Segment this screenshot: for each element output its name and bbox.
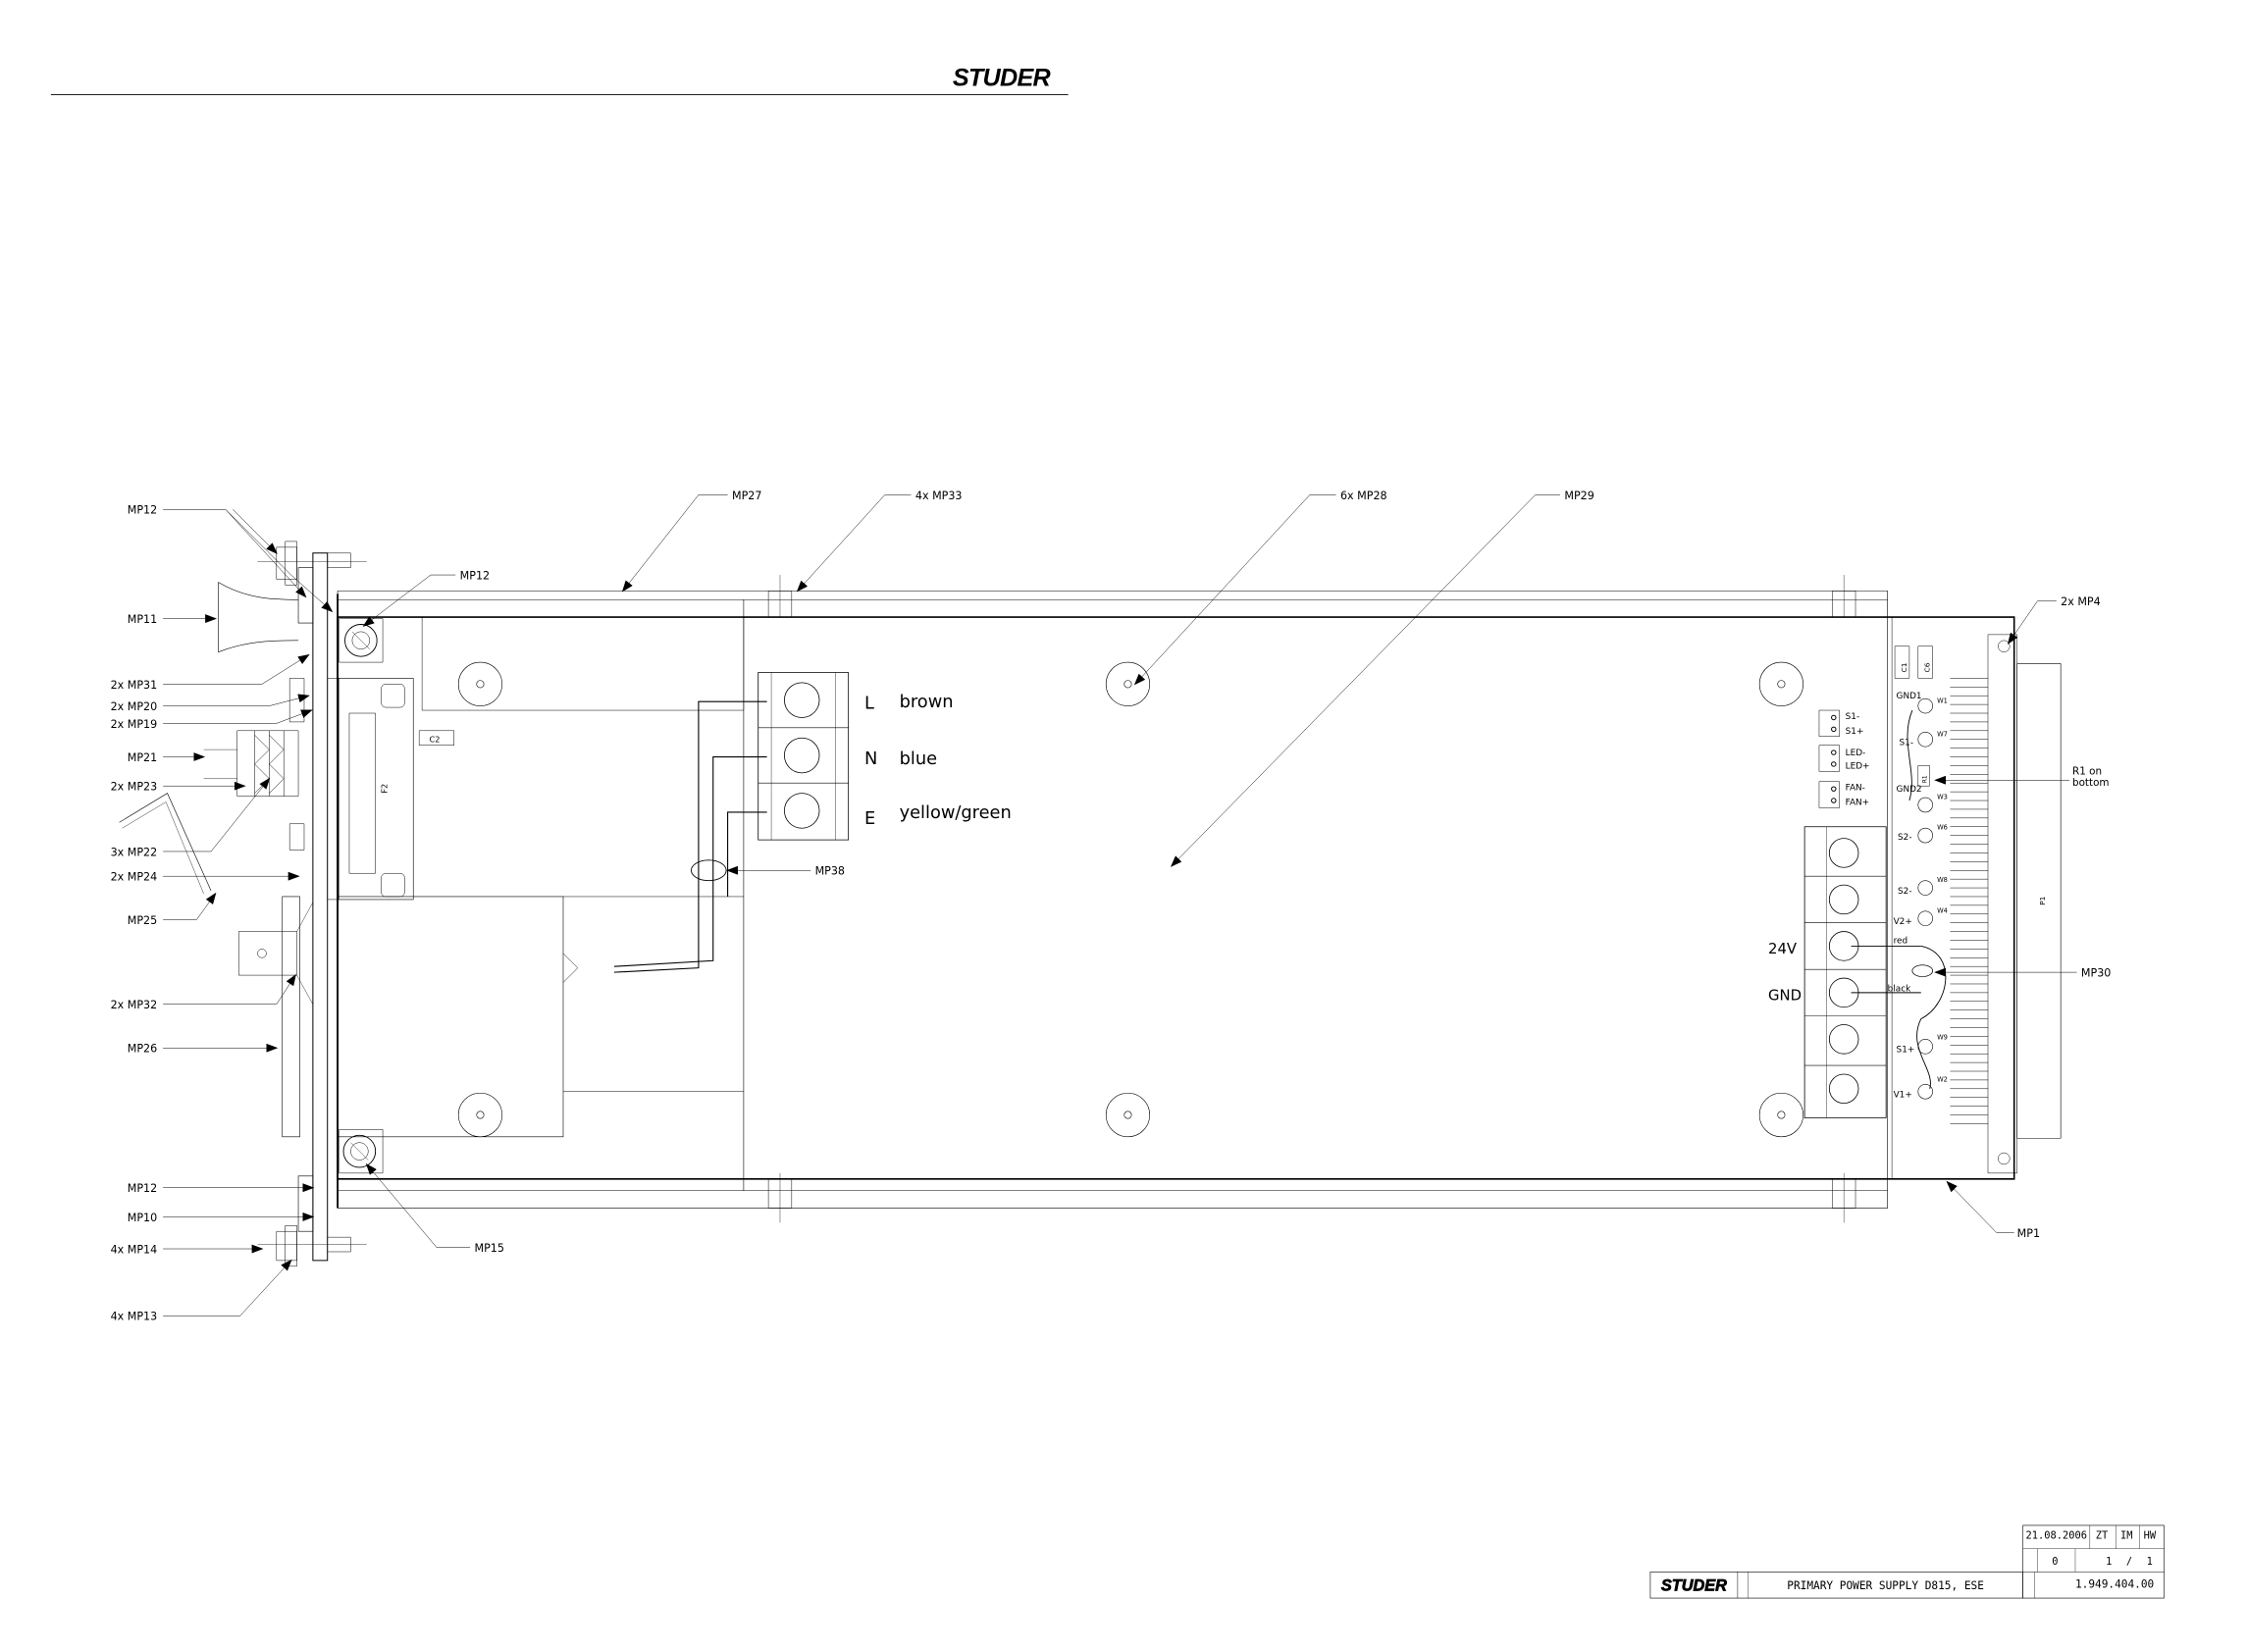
callout-mp23: 2x MP23	[111, 781, 158, 794]
terminal-e-wire: yellow/green	[900, 802, 1012, 823]
callout-mp32: 2x MP32	[111, 999, 158, 1011]
title-block-title: PRIMARY POWER SUPPLY D815, ESE	[1787, 1579, 1984, 1592]
pcb-labels: C1 C6 GND1 S1- GND2 S2- S2- V2+ S1+ V1+ …	[1846, 662, 1948, 1100]
pcb-w3: W3	[1937, 794, 1948, 801]
label-gnd: GND	[1768, 987, 1802, 1004]
dc-labels: 24V GND red black	[1768, 936, 1911, 1004]
terminal-n-wire: blue	[900, 749, 937, 769]
pcb-w9: W9	[1937, 1033, 1948, 1041]
conn-fanm: FAN-	[1846, 784, 1865, 794]
callout-mp28: 6x MP28	[1340, 490, 1387, 502]
label-f2: F2	[380, 784, 390, 794]
header-logo: STUDER	[953, 65, 1052, 92]
title-block-sheet-sep: /	[2126, 1556, 2132, 1568]
callout-mp21: MP21	[128, 751, 157, 764]
callout-mp1: MP1	[2017, 1227, 2040, 1240]
pcb-s2b: S2-	[1898, 887, 1912, 897]
pcb-v1p: V1+	[1894, 1091, 1912, 1101]
terminal-l-letter: L	[864, 694, 874, 714]
callout-mp31: 2x MP31	[111, 679, 158, 692]
pcb-gnd2: GND2	[1897, 785, 1922, 795]
title-block-drawn: ZT	[2096, 1529, 2109, 1541]
output-pcb	[1819, 617, 2061, 1179]
terminal-n-letter: N	[864, 749, 877, 769]
mounting-holes	[458, 662, 1803, 1137]
conn-fanp: FAN+	[1846, 798, 1869, 807]
pcb-s1p-b: S1+	[1897, 1046, 1915, 1056]
callout-mp12-bottom: MP12	[128, 1182, 157, 1195]
callout-mp13: 4x MP13	[111, 1311, 158, 1323]
conn-s1p: S1+	[1846, 727, 1864, 737]
callout-mp30: MP30	[2081, 967, 2111, 980]
label-c2: C2	[430, 735, 441, 745]
pcb-c1: C1	[1900, 662, 1908, 672]
pcb-w8: W8	[1937, 876, 1948, 884]
callout-mp22: 3x MP22	[111, 846, 158, 858]
callout-r1-line2: bottom	[2072, 777, 2110, 789]
title-block-revision: 0	[2052, 1556, 2058, 1568]
callout-r1-line1: R1 on	[2072, 765, 2102, 777]
terminal-l-wire: brown	[900, 692, 954, 712]
callout-mp20: 2x MP20	[111, 700, 158, 713]
label-p1: P1	[2038, 896, 2047, 904]
title-block-sheets: 1	[2147, 1556, 2153, 1568]
pcb-w6: W6	[1937, 824, 1948, 832]
callout-mp29: MP29	[1564, 490, 1594, 502]
connector-comb	[1950, 678, 1988, 1123]
pcb-gnd1: GND1	[1897, 692, 1922, 701]
callout-mp14: 4x MP14	[111, 1243, 158, 1256]
terminal-e-letter: E	[864, 808, 875, 829]
front-panel	[120, 542, 383, 1266]
callout-mp24: 2x MP24	[111, 871, 158, 884]
mains-terminal-labels: L brown N blue E yellow/green	[864, 692, 1012, 829]
title-block-sheet: 1	[2106, 1556, 2112, 1568]
label-black: black	[1888, 984, 1911, 994]
callout-mp4: 2x MP4	[2061, 595, 2101, 608]
callout-labels-right: 2x MP4 R1 on bottom MP30 MP1 MP38 MP15	[475, 595, 2112, 1255]
pcb-v2p: V2+	[1894, 917, 1912, 927]
conn-ledp: LED+	[1846, 761, 1870, 771]
callout-mp33: 4x MP33	[915, 490, 963, 502]
callout-mp27: MP27	[732, 490, 761, 502]
pcb-w7: W7	[1937, 731, 1948, 739]
pcb-r1: R1	[1922, 775, 1929, 783]
callout-labels-top: MP27 4x MP33 6x MP28 MP29 MP12	[460, 490, 1594, 583]
title-block	[1650, 1525, 2165, 1598]
title-block-checked: IM	[2120, 1529, 2132, 1541]
pcb-w4: W4	[1937, 906, 1948, 914]
pcb-s2a: S2-	[1898, 833, 1912, 843]
inner-labels: C2 F2 P1	[380, 735, 2047, 905]
title-block-logo: STUDER	[1661, 1577, 1727, 1595]
pcb-w2: W2	[1937, 1075, 1948, 1083]
label-24v: 24V	[1768, 941, 1798, 957]
callout-mp38: MP38	[815, 865, 845, 878]
pcb-s1m: S1-	[1900, 739, 1914, 749]
title-block-approved: HW	[2144, 1529, 2157, 1541]
label-red: red	[1894, 936, 1908, 946]
title-block-date: 21.08.2006	[2026, 1529, 2087, 1541]
callout-mp19: 2x MP19	[111, 718, 158, 731]
callout-mp12-inner: MP12	[460, 570, 490, 583]
pcb-w1: W1	[1937, 697, 1948, 705]
mains-terminal-block	[614, 672, 849, 972]
callout-mp25: MP25	[128, 914, 157, 927]
conn-ledm: LED-	[1846, 749, 1866, 758]
title-block-drawing-no: 1.949.404.00	[2075, 1578, 2154, 1591]
page-header: STUDER	[51, 65, 1069, 95]
pcb-c6: C6	[1923, 662, 1932, 672]
leader-lines	[163, 494, 2076, 1316]
conn-s1m: S1-	[1846, 712, 1860, 722]
callout-mp26: MP26	[128, 1043, 157, 1056]
callout-mp11: MP11	[128, 613, 157, 626]
callout-mp10: MP10	[128, 1212, 157, 1224]
callout-labels-left: MP12 MP11 2x MP31 2x MP20 2x MP19 MP21 2…	[111, 504, 158, 1323]
dc-terminal-block	[1804, 827, 1921, 1118]
housing-outline	[328, 575, 2014, 1222]
title-block-text: STUDER PRIMARY POWER SUPPLY D815, ESE 21…	[1661, 1529, 2157, 1595]
callout-mp15: MP15	[475, 1242, 504, 1255]
callout-mp12-top: MP12	[128, 504, 157, 517]
